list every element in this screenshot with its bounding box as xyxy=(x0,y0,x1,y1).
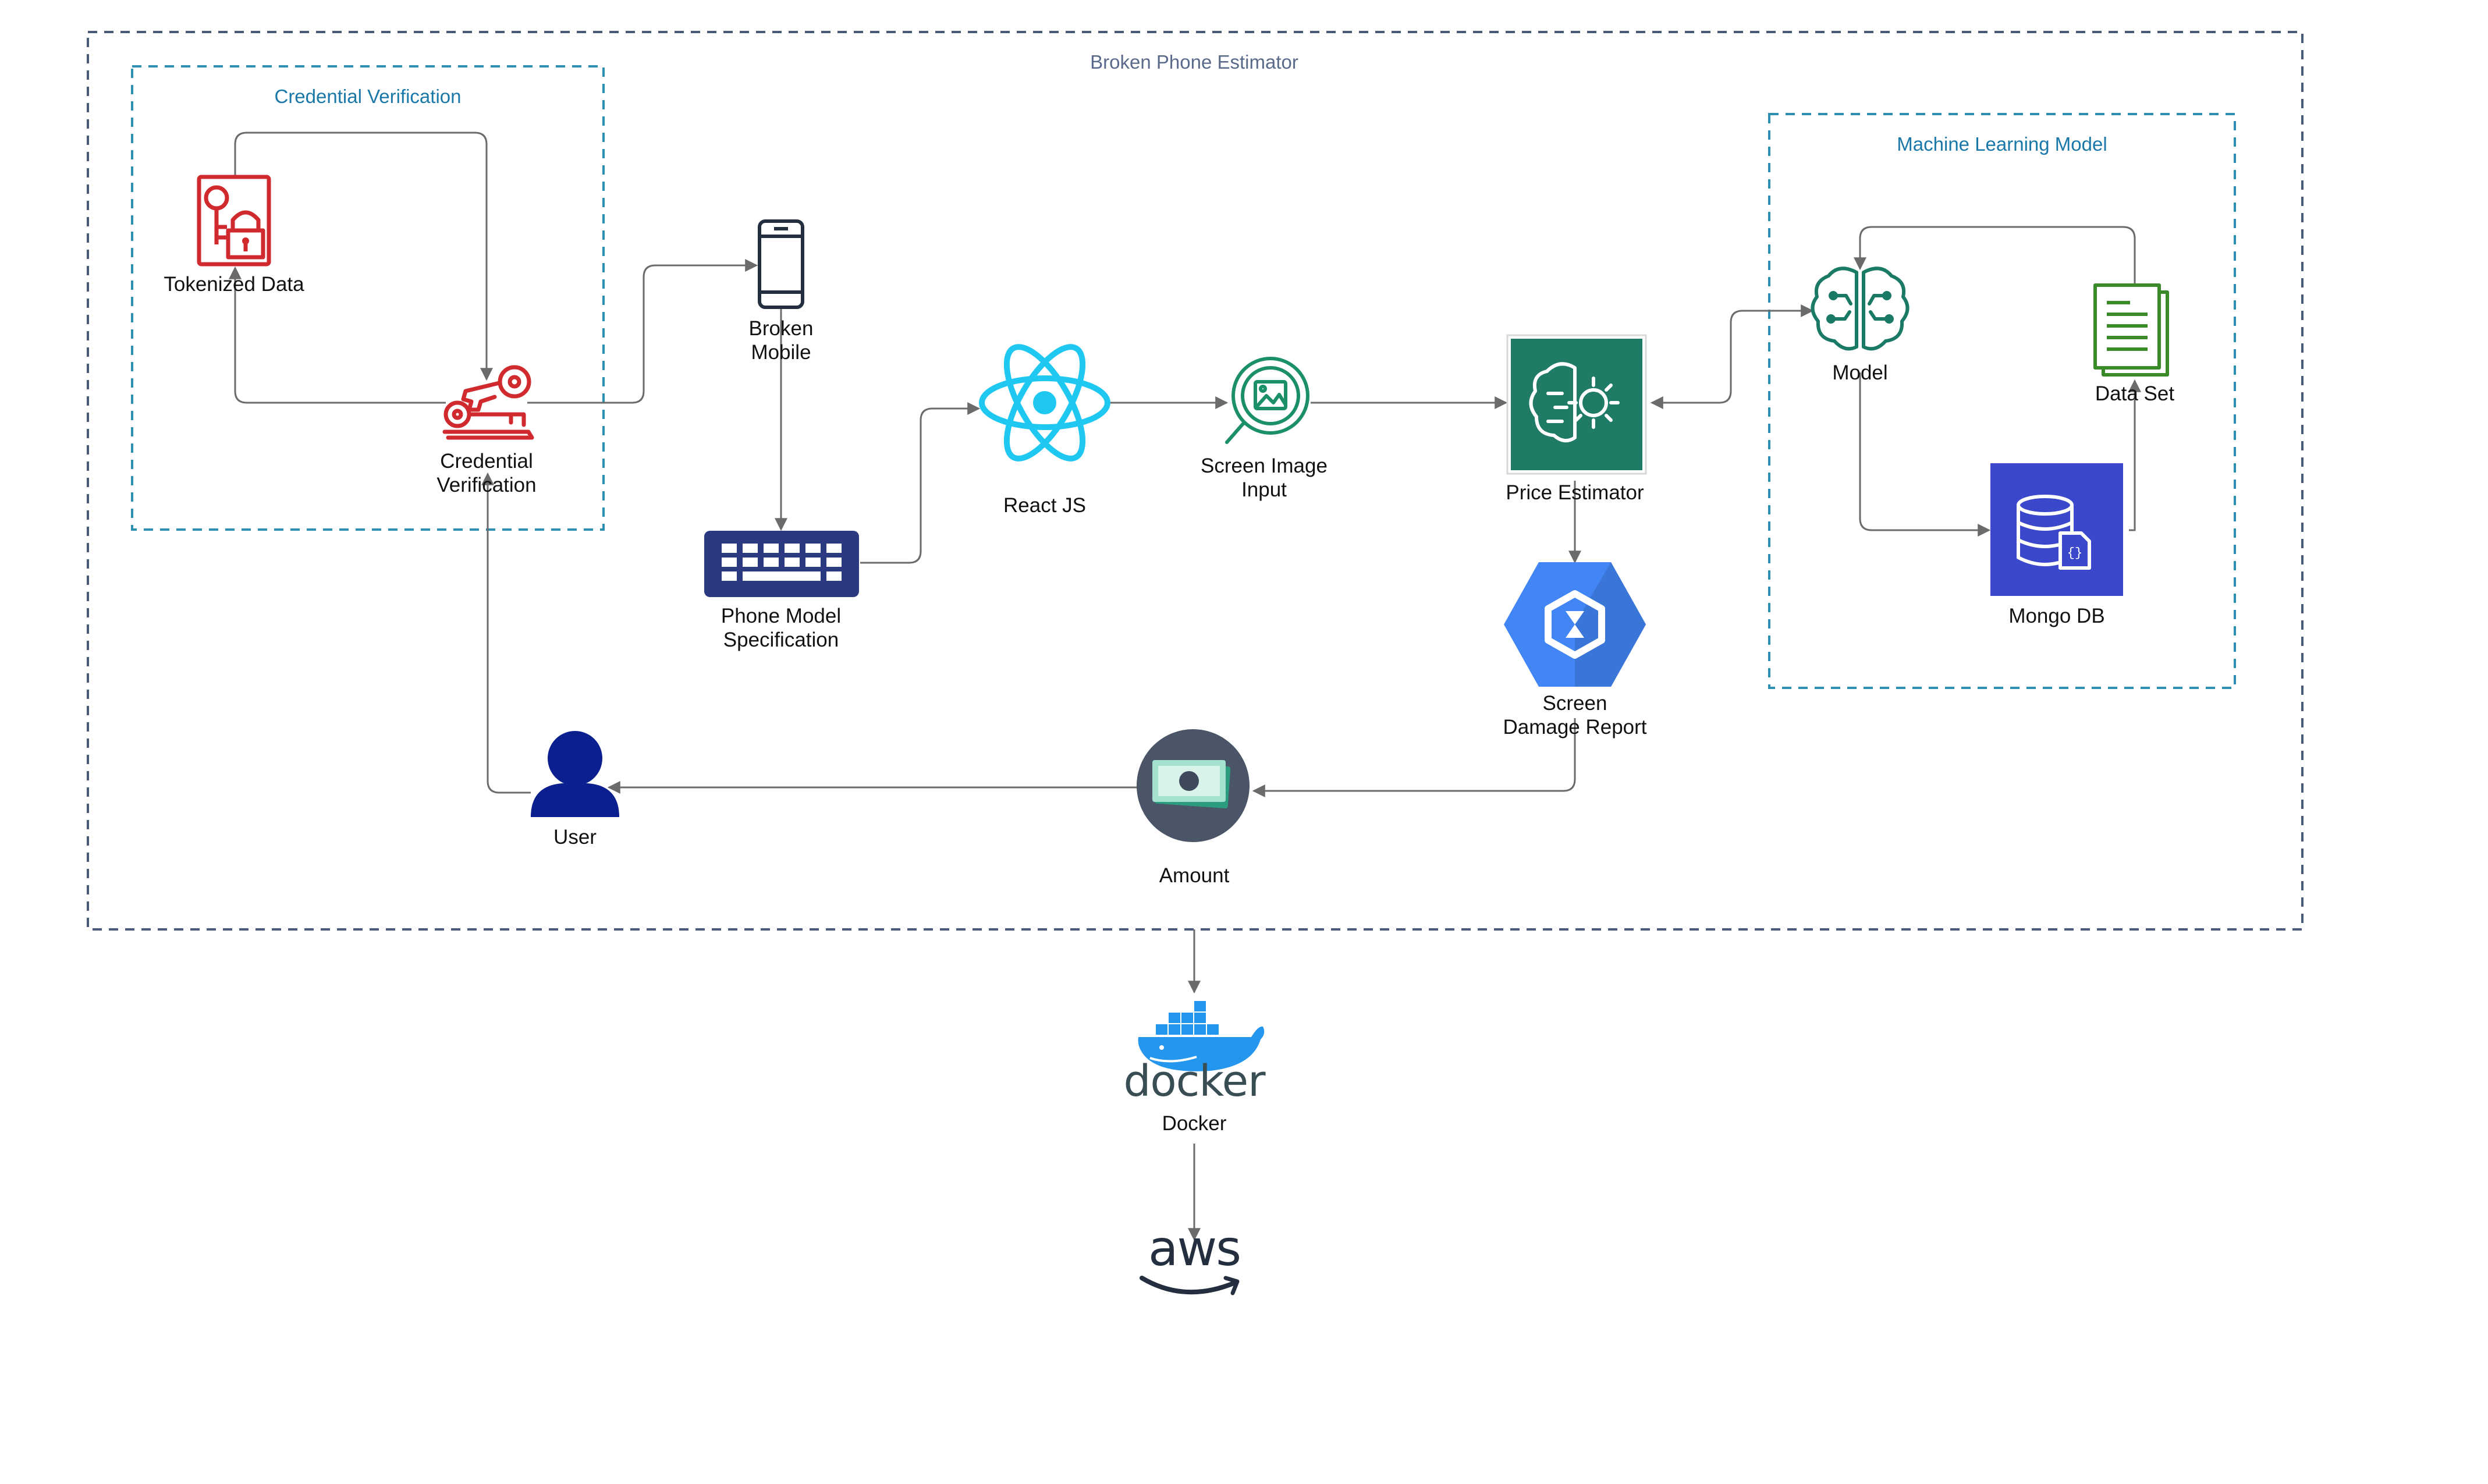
screen-image-input-label-line1: Screen Image xyxy=(1201,455,1328,477)
phone-model-spec-label-line1: Phone Model xyxy=(721,605,842,627)
image-search-icon xyxy=(1225,357,1309,444)
connector-db-to-dataset xyxy=(2128,379,2141,531)
connector-dataset-to-model xyxy=(1854,226,2136,285)
connector-user-to-credential xyxy=(481,472,531,794)
screen-damage-report-label-line2: Damage Report xyxy=(1503,716,1647,739)
react-js-label: React JS xyxy=(1003,494,1086,517)
ml-group-border xyxy=(1768,113,2236,689)
connector-price-model xyxy=(1650,304,1814,409)
credential-verification-label-line2: Verification xyxy=(436,474,537,496)
amount-label: Amount xyxy=(1159,864,1230,887)
user-label: User xyxy=(553,826,597,848)
connectors xyxy=(229,132,2141,1241)
user-icon xyxy=(531,731,619,817)
connector-token-to-credential xyxy=(234,132,493,381)
react-icon xyxy=(979,344,1110,461)
outer-group-title: Broken Phone Estimator xyxy=(1090,51,1298,73)
connector-damage-to-amount xyxy=(1252,718,1576,797)
docker-whale-icon xyxy=(1138,1001,1265,1071)
svg-text:{}: {} xyxy=(2067,546,2082,560)
credential-verification-label-line1: Credential xyxy=(440,450,533,473)
aws-wordmark: aws xyxy=(1148,1220,1241,1277)
data-set-label: Data Set xyxy=(2095,382,2175,405)
screen-image-input-label-line2: Input xyxy=(1241,478,1287,501)
broken-mobile-label-line2: Mobile xyxy=(751,341,811,364)
broken-mobile-label-line1: Broken xyxy=(748,317,814,340)
connector-credential-to-token xyxy=(229,266,446,404)
phone-model-spec-label: Phone Model Specification xyxy=(694,604,868,652)
connector-keyboard-to-react xyxy=(860,402,981,564)
outer-group-border xyxy=(87,31,2304,931)
credential-group-border xyxy=(131,65,605,531)
screen-damage-report-label-line1: Screen xyxy=(1542,692,1607,715)
database-icon: {} xyxy=(1990,463,2123,596)
keys-icon xyxy=(442,365,534,440)
mobile-phone-icon xyxy=(758,219,804,309)
model-label: Model xyxy=(1832,361,1888,384)
docker-label: Docker xyxy=(1162,1112,1227,1135)
ml-group-title: Machine Learning Model xyxy=(1897,133,2107,155)
document-stack-icon xyxy=(2093,283,2169,377)
phone-model-spec-label-line2: Specification xyxy=(723,629,839,651)
connector-credential-to-mobile xyxy=(527,259,758,404)
credential-verification-label: Credential Verification xyxy=(399,449,574,497)
hexagon-service-icon xyxy=(1504,562,1646,687)
screen-image-input-label: Screen Image Input xyxy=(1177,454,1351,502)
brain-gear-icon xyxy=(1506,334,1647,475)
mongo-db-label: Mongo DB xyxy=(2008,605,2105,627)
docker-wordmark: docker xyxy=(1123,1056,1265,1106)
money-icon xyxy=(1137,729,1250,842)
neural-brain-icon xyxy=(1811,267,1910,351)
screen-damage-report-label: Screen Damage Report xyxy=(1488,691,1662,739)
broken-mobile-label: Broken Mobile xyxy=(694,317,868,364)
credential-group-title: Credential Verification xyxy=(274,86,462,107)
keyboard-icon xyxy=(704,531,859,597)
connector-model-to-db xyxy=(1859,372,1991,537)
tokenized-data-label: Tokenized Data xyxy=(164,273,304,296)
price-estimator-label: Price Estimator xyxy=(1506,481,1644,504)
aws-logo-icon xyxy=(1140,1276,1240,1295)
key-lock-file-icon xyxy=(197,175,271,267)
